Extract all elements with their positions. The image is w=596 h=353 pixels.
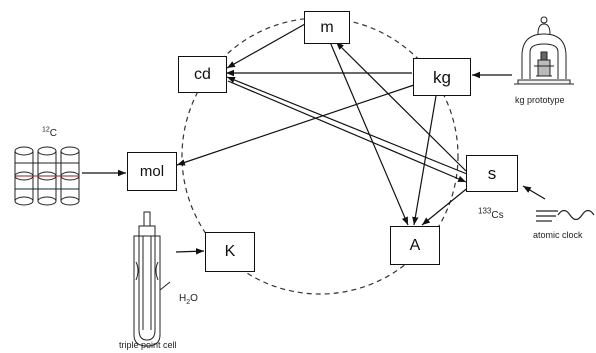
unit-label-m: m bbox=[320, 18, 334, 36]
carbon12-symbol: C bbox=[49, 128, 58, 139]
unit-label-cd: cd bbox=[194, 65, 211, 83]
arrow-cell-to-K bbox=[175, 248, 205, 255]
unit-label-mol: mol bbox=[139, 163, 165, 180]
unit-label-kg: kg bbox=[433, 67, 451, 87]
kg-prototype-label: kg prototype bbox=[515, 95, 565, 105]
unit-box-K: K bbox=[205, 232, 255, 272]
unit-label-K: K bbox=[224, 243, 236, 260]
wave-icon bbox=[536, 209, 595, 222]
cesium-symbol: Cs bbox=[491, 210, 504, 221]
cesium-label: 133Cs bbox=[478, 207, 504, 221]
unit-box-A: A bbox=[390, 226, 440, 265]
carbon12-mass: 12 bbox=[42, 126, 50, 134]
arrow-s-to-cd bbox=[226, 76, 468, 175]
water-h: H bbox=[179, 293, 187, 304]
atomic-clock-label: atomic clock bbox=[533, 230, 583, 240]
lattice-icon bbox=[14, 146, 80, 206]
unit-label-s: s bbox=[487, 164, 497, 183]
carbon12-label: 12C bbox=[42, 126, 58, 139]
arrow-kg-to-A bbox=[412, 95, 437, 226]
arrow-clock-to-s bbox=[522, 185, 546, 200]
unit-box-kg: kg bbox=[413, 58, 471, 96]
bell-jar-icon bbox=[514, 16, 574, 85]
dependency-arrows bbox=[82, 23, 546, 255]
water-label: H2O bbox=[179, 293, 198, 307]
arrow-kg-to-mol bbox=[176, 84, 415, 166]
arrow-s-to-m bbox=[335, 41, 467, 172]
unit-box-cd: cd bbox=[178, 56, 227, 93]
unit-label-A: A bbox=[409, 236, 421, 254]
unit-box-mol: mol bbox=[127, 152, 177, 191]
water-o: O bbox=[190, 293, 198, 304]
arrow-m-to-cd bbox=[226, 23, 306, 69]
triple-point-cell-label: triple point cell bbox=[119, 340, 177, 350]
cesium-mass: 133 bbox=[478, 206, 492, 216]
arrow-cd-to-s bbox=[227, 80, 467, 183]
arrow-s-to-A bbox=[421, 185, 471, 226]
unit-box-s: s bbox=[466, 155, 518, 192]
arrow-m-to-A bbox=[329, 41, 409, 226]
test-tube-icon bbox=[133, 211, 171, 347]
water-subscript: 2 bbox=[186, 299, 191, 306]
unit-box-m: m bbox=[304, 11, 350, 44]
